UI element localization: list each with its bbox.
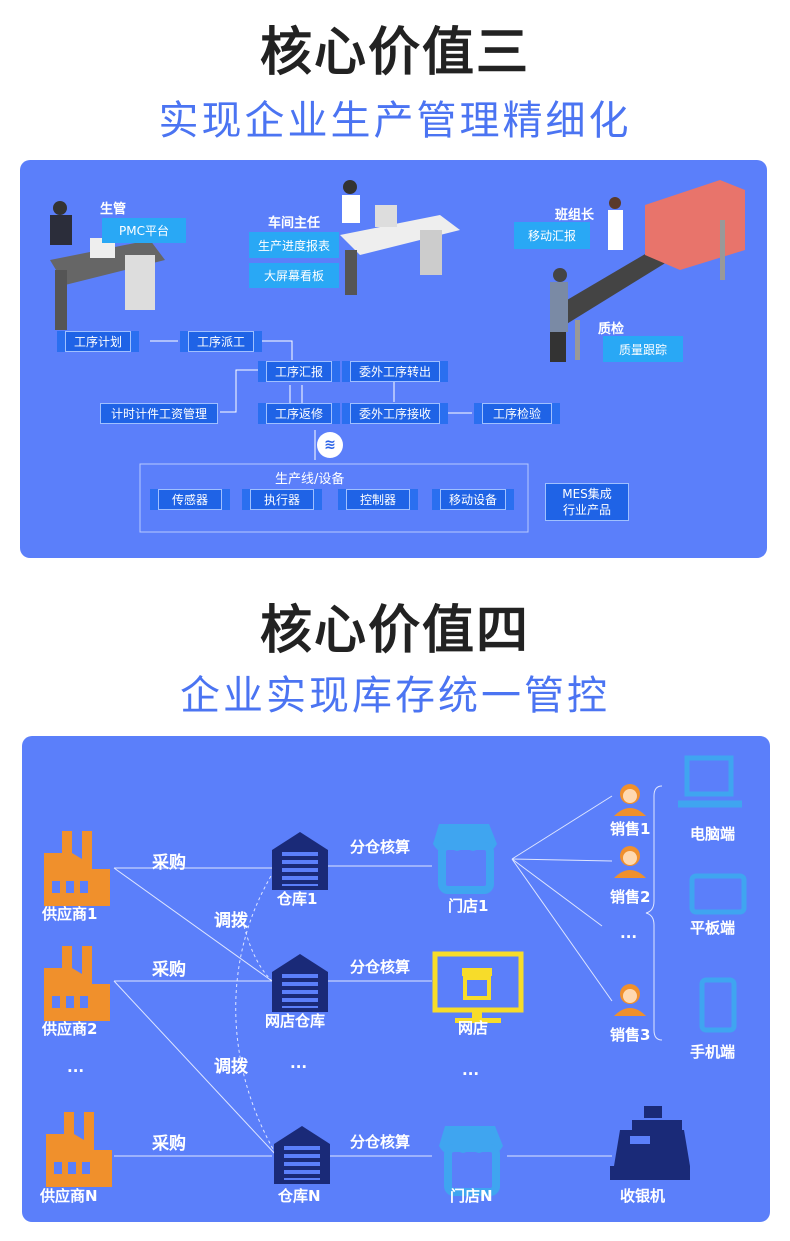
- line-title: 生产线/设备: [275, 472, 345, 487]
- flow-rework: 工序返修: [266, 403, 332, 424]
- warehouse-icon: [272, 954, 328, 1012]
- wifi-icon: ≋: [317, 432, 343, 458]
- supplier-label: 供应商1: [42, 905, 98, 923]
- mobile-report-card: 移动汇报: [514, 222, 590, 249]
- accounting-label: 分仓核算: [350, 838, 411, 856]
- warehouse-label: 网店仓库: [265, 1012, 326, 1030]
- section4-subtitle: 企业实现库存统一管控: [180, 673, 610, 719]
- flow-report: 工序汇报: [266, 361, 332, 382]
- cashier-icon: [610, 1106, 690, 1180]
- sales-icon: [614, 846, 646, 878]
- online-store-icon: [432, 951, 524, 1023]
- sales-label: ...: [620, 924, 638, 942]
- device-controller: 控制器: [346, 489, 410, 510]
- factory-icon: [46, 1112, 112, 1187]
- device-label: 平板端: [690, 919, 736, 937]
- factory-icon: [44, 946, 110, 1021]
- store-label: ...: [462, 1061, 480, 1079]
- inventory-panel: 供应商1 供应商2 ... 供应商N 采购 采购 采购 调拨 调拨 仓库1 网店…: [22, 736, 770, 1222]
- transfer-label: 调拨: [214, 1057, 248, 1077]
- device-sensor: 传感器: [158, 489, 222, 510]
- flow-inspect: 工序检验: [482, 403, 552, 424]
- role-leader: 班组长: [555, 208, 595, 223]
- device-actuator: 执行器: [250, 489, 314, 510]
- production-panel: 生管 PMC平台 车间主任 生产进度报表 大屏幕看板 班组长 移动汇报 质检 质…: [20, 160, 767, 558]
- flow-plan: 工序计划: [65, 331, 131, 352]
- progress-card: 生产进度报表: [249, 232, 339, 258]
- warehouse-label: 仓库N: [278, 1187, 321, 1205]
- factory-icon: [44, 831, 110, 906]
- section3-title: 核心价值三: [259, 23, 530, 83]
- sales-icon: [614, 784, 646, 816]
- flow-outsource-out: 委外工序转出: [350, 361, 440, 382]
- sales-icon: [614, 984, 646, 1016]
- role-qc: 质检: [598, 322, 625, 337]
- purchase-label: 采购: [152, 1134, 186, 1154]
- transfer-label: 调拨: [214, 911, 248, 931]
- production-illustration: [50, 180, 745, 533]
- store-icon: [433, 824, 497, 890]
- device-mobile: 移动设备: [440, 489, 506, 510]
- laptop-icon: [678, 755, 742, 808]
- sales-label: 销售1: [610, 820, 651, 838]
- sales-label: 销售3: [610, 1026, 651, 1044]
- section3-subtitle: 实现企业生产管理精细化: [158, 98, 632, 144]
- device-label: 手机端: [690, 1043, 736, 1061]
- store-label: 网店: [458, 1019, 489, 1037]
- conveyor-illustration: [550, 180, 745, 362]
- role-manager: 生管: [100, 202, 127, 217]
- tablet-icon: [689, 873, 747, 915]
- supplier-label: 供应商N: [40, 1187, 98, 1205]
- screen-card: 大屏幕看板: [249, 263, 339, 288]
- supplier-label: 供应商2: [42, 1020, 98, 1038]
- warehouse-icon: [274, 1126, 330, 1184]
- pmc-card: PMC平台: [102, 218, 186, 243]
- store-label: 门店N: [450, 1187, 493, 1205]
- cashier-label: 收银机: [620, 1187, 666, 1205]
- warehouse-label: ...: [290, 1054, 308, 1072]
- purchase-label: 采购: [152, 960, 186, 980]
- manager-desk-illustration: [50, 201, 165, 330]
- quality-card: 质量跟踪: [603, 336, 683, 362]
- inventory-diagram: [44, 755, 747, 1222]
- store-icon: [439, 1126, 503, 1192]
- device-label: 电脑端: [690, 825, 736, 843]
- warehouse-label: 仓库1: [277, 890, 318, 908]
- mes-box: MES集成 行业产品: [545, 483, 629, 521]
- store-label: 门店1: [448, 897, 489, 915]
- role-workshop: 车间主任: [268, 216, 321, 231]
- accounting-label: 分仓核算: [350, 958, 411, 976]
- phone-icon: [699, 977, 737, 1033]
- sales-label: 销售2: [610, 888, 651, 906]
- supplier-label: ...: [67, 1058, 85, 1076]
- section4-title: 核心价值四: [259, 601, 530, 661]
- accounting-label: 分仓核算: [350, 1133, 411, 1151]
- flow-dispatch: 工序派工: [188, 331, 254, 352]
- workshop-desk-illustration: [340, 180, 460, 295]
- flow-wage: 计时计件工资管理: [100, 403, 218, 424]
- flow-outsource-receive: 委外工序接收: [350, 403, 440, 424]
- purchase-label: 采购: [152, 853, 186, 873]
- warehouse-icon: [272, 832, 328, 890]
